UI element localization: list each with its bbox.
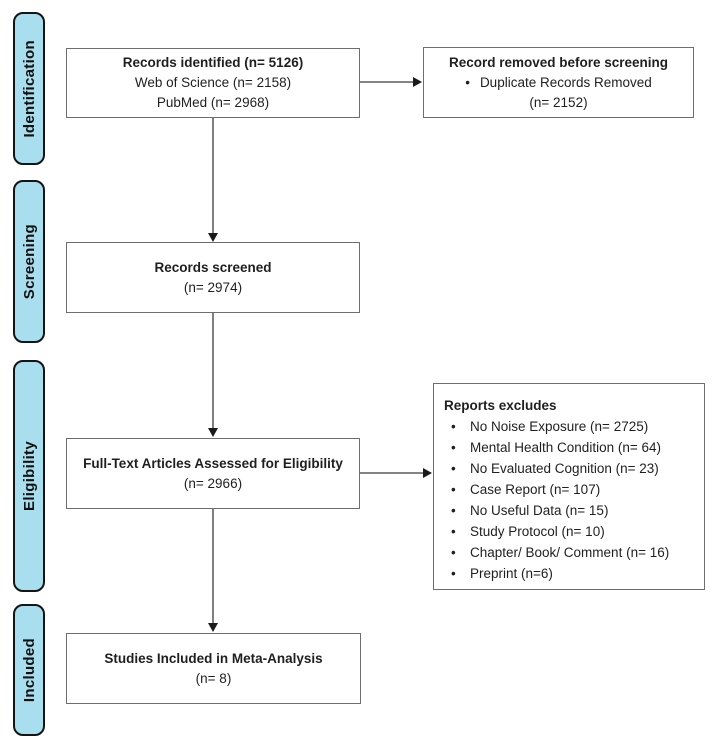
exclusion-reason: No Useful Data (n= 15) (444, 500, 698, 521)
stage-label-eligibility: Eligibility (13, 360, 45, 592)
exclusion-reason: Mental Health Condition (n= 64) (444, 437, 698, 458)
exclusion-reason: Preprint (n=6) (444, 563, 698, 584)
exclusion-reason: Study Protocol (n= 10) (444, 521, 698, 542)
exclusion-reason: No Evaluated Cognition (n= 23) (444, 458, 698, 479)
arrowhead-right-icon (423, 468, 432, 478)
box-fulltext-assessed: Full-Text Articles Assessed for Eligibil… (66, 438, 360, 509)
box-line: PubMed (n= 2968) (156, 95, 270, 110)
box-records-screened: Records screened (n= 2974) (66, 242, 360, 313)
stage-label-text: Identification (20, 39, 38, 138)
box-count: (n= 2966) (183, 475, 243, 491)
box-title: Studies Included in Meta-Analysis (104, 650, 323, 666)
box-studies-included: Studies Included in Meta-Analysis (n= 8) (66, 633, 361, 704)
box-reports-excluded: Reports excludes No Noise Exposure (n= 2… (433, 383, 705, 590)
exclusion-reason: No Noise Exposure (n= 2725) (444, 416, 698, 437)
exclusion-reason: Chapter/ Book/ Comment (n= 16) (444, 542, 698, 563)
stage-label-text: Screening (20, 223, 38, 300)
box-count: (n= 8) (195, 670, 232, 686)
box-line: Web of Science (n= 2158) (134, 75, 292, 90)
exclusion-reason: Case Report (n= 107) (444, 479, 698, 500)
arrowhead-down-icon (208, 233, 218, 242)
box-records-identified: Records identified (n= 5126) Web of Scie… (66, 48, 360, 118)
exclusion-reason-list: No Noise Exposure (n= 2725) Mental Healt… (444, 416, 698, 584)
box-bullet-line: Duplicate Records Removed (465, 73, 652, 93)
arrowhead-down-icon (208, 623, 218, 632)
box-title: Record removed before screening (448, 54, 669, 70)
box-title: Full-Text Articles Assessed for Eligibil… (83, 455, 343, 471)
stage-label-text: Included (20, 637, 38, 703)
box-count: (n= 2152) (529, 94, 588, 110)
stage-label-screening: Screening (13, 180, 45, 343)
box-title: Records screened (154, 259, 272, 275)
arrowhead-down-icon (208, 428, 218, 437)
stage-label-included: Included (13, 604, 45, 736)
arrowhead-right-icon (413, 77, 422, 87)
box-count: (n= 2974) (183, 279, 243, 295)
box-records-removed: Record removed before screening Duplicat… (423, 47, 694, 118)
stage-label-text: Eligibility (20, 441, 38, 511)
box-title: Records identified (n= 5126) (122, 55, 304, 70)
box-title: Reports excludes (444, 398, 557, 413)
stage-label-identification: Identification (13, 12, 45, 165)
